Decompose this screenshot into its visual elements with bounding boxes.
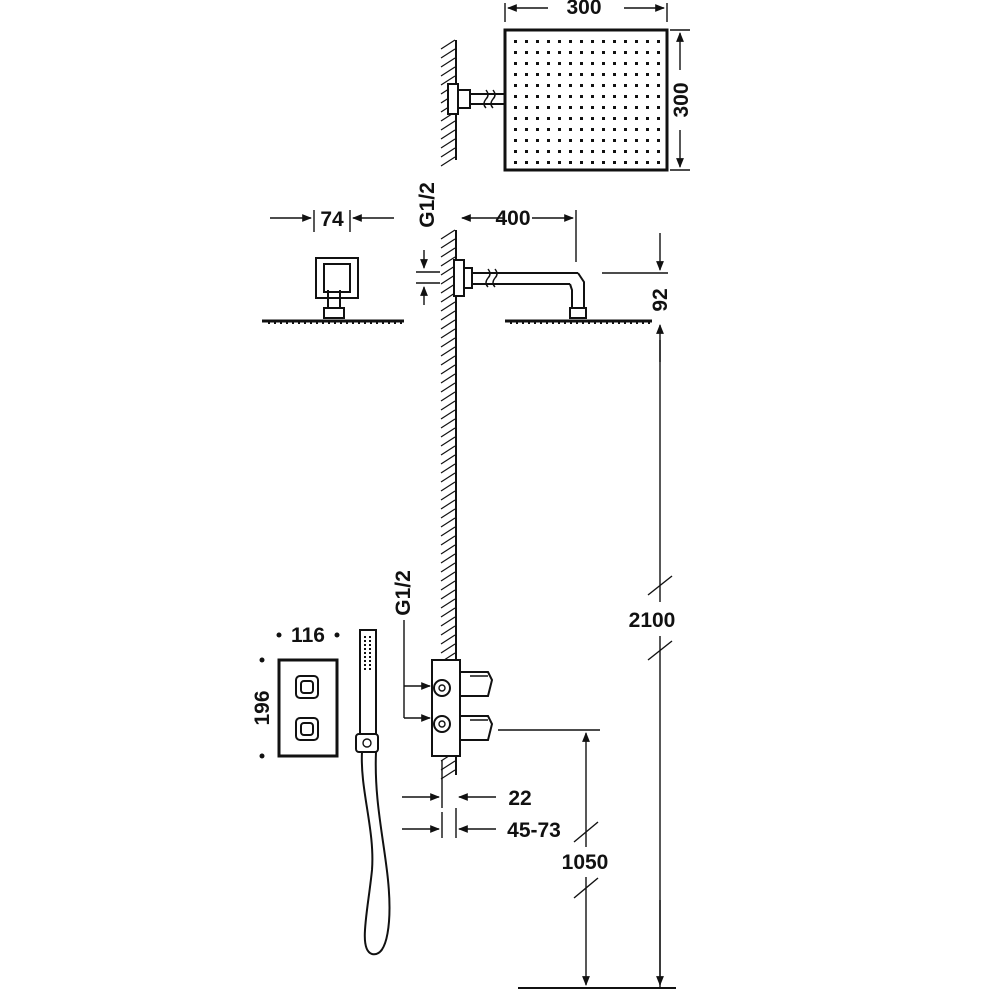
thermostat-plate: 116 196 xyxy=(251,624,340,759)
dim-head-height: 300 xyxy=(670,82,693,117)
dim-plate-width: 116 xyxy=(291,624,325,647)
main-side-view: G1/2 400 92 2100 xyxy=(416,182,682,989)
dim-shower-height: 2100 xyxy=(629,609,676,632)
dim-valve-height: 1050 xyxy=(562,851,609,874)
valve-body: G1/2 22 45-73 1050 xyxy=(392,570,616,986)
dim-inlet-upper: G1/2 xyxy=(416,182,439,228)
dim-arm-length: 400 xyxy=(495,207,530,230)
arm-front-view: 74 xyxy=(262,208,404,324)
dim-arm-drop: 92 xyxy=(649,288,672,311)
dim-head-width: 300 xyxy=(566,0,601,19)
dim-inlet-lower: G1/2 xyxy=(392,570,415,616)
head-top-view: 300 300 xyxy=(440,0,693,172)
dim-wall-gap: 22 xyxy=(508,787,531,810)
dim-arm-wall-width: 74 xyxy=(320,208,344,231)
hand-shower xyxy=(355,629,391,956)
dim-plate-height: 196 xyxy=(251,690,274,725)
nozzle-grid xyxy=(514,40,660,164)
dim-embed-depth: 45-73 xyxy=(507,819,561,842)
